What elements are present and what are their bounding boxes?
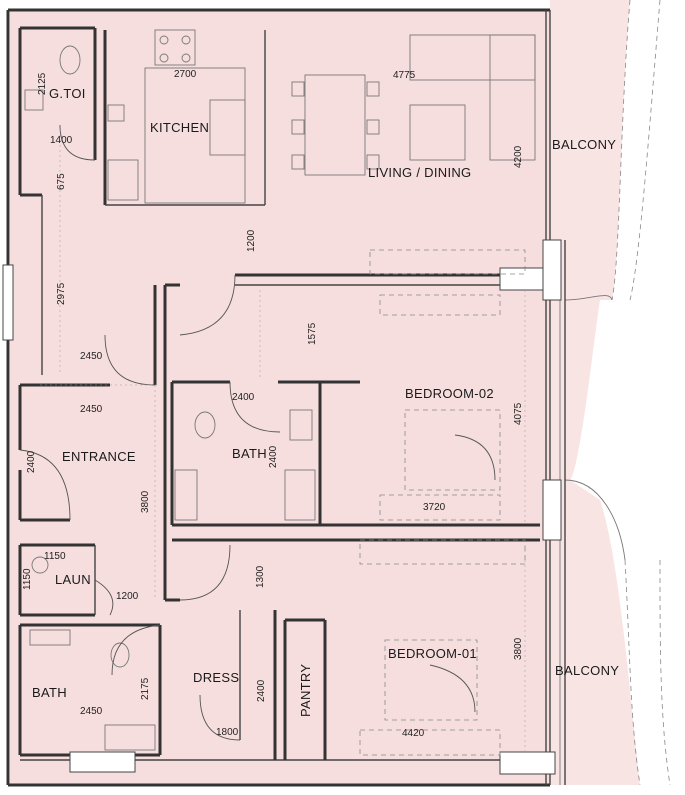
dimension-label: 4775 <box>393 70 416 81</box>
room-dress-label: DRESS <box>193 670 239 685</box>
dimension-label: 3720 <box>423 502 446 513</box>
dimension-label: 4075 <box>513 402 524 425</box>
room-balcony-top-label: BALCONY <box>552 137 616 152</box>
dimension-label: 1800 <box>216 727 239 738</box>
dimension-label: 2450 <box>80 351 103 362</box>
interior-walls <box>18 26 540 760</box>
room-laun-label: LAUN <box>55 572 91 587</box>
dimension-label: 2450 <box>80 404 103 415</box>
dimension-label: 1300 <box>255 565 266 588</box>
dimension-label: 2400 <box>232 392 255 403</box>
dimension-label: 2400 <box>26 450 37 473</box>
dimension-label: 1200 <box>246 229 257 252</box>
dimension-label: 1575 <box>307 322 318 345</box>
balcony-edges <box>559 0 671 786</box>
apartment-floor <box>10 10 550 785</box>
dimension-label: 2700 <box>174 69 197 80</box>
dimension-label: 4420 <box>402 728 425 739</box>
dimension-label: 2400 <box>268 445 279 468</box>
room-entrance-label: ENTRANCE <box>62 449 136 464</box>
dimension-label: 1200 <box>116 591 139 602</box>
dimension-label: 4200 <box>513 145 524 168</box>
window-frames <box>2 239 562 775</box>
room-balcony-bottom-label: BALCONY <box>555 663 619 678</box>
dimension-label: 1150 <box>22 568 33 590</box>
dimension-label: 1150 <box>44 551 66 562</box>
room-kitchen-label: KITCHEN <box>150 120 209 135</box>
room-bedroom1-label: BEDROOM-01 <box>388 646 477 661</box>
dimension-lines <box>40 130 526 755</box>
furniture-fixtures <box>24 29 536 756</box>
room-living-label: LIVING / DINING <box>368 165 471 180</box>
dimension-label: 3800 <box>140 490 151 513</box>
room-gtoi-label: G.TOI <box>49 86 86 101</box>
dimension-label: 675 <box>56 173 67 190</box>
dimension-label: 1400 <box>50 135 73 146</box>
room-bedroom2-label: BEDROOM-02 <box>405 386 494 401</box>
dimension-label: 2125 <box>37 72 48 95</box>
balcony-area <box>550 0 640 785</box>
room-pantry-label: PANTRY <box>298 664 313 717</box>
dimension-label: 2175 <box>140 677 151 700</box>
dimension-label: 2450 <box>80 706 103 717</box>
dimension-label: 3800 <box>513 637 524 660</box>
door-swings <box>19 124 281 741</box>
dimension-label: 2975 <box>56 282 67 305</box>
room-bath-mid-label: BATH <box>232 446 267 461</box>
room-bath-bottom-label: BATH <box>32 685 67 700</box>
dimension-label: 2400 <box>256 679 267 702</box>
